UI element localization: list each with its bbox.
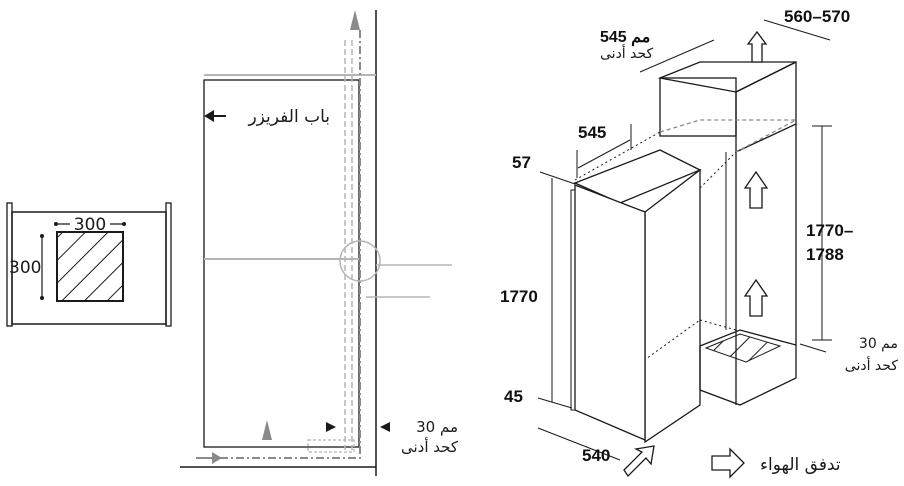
appliance-depth-label: 545 xyxy=(578,123,606,142)
freezer-door-label: باب الفريزر xyxy=(247,107,330,127)
plinth-vent xyxy=(704,333,782,363)
side-section-view: باب الفريزر 30 مم كحد أدنى xyxy=(180,10,459,476)
plinth-panel xyxy=(11,211,167,325)
upper-cabinet-front xyxy=(659,77,737,137)
airflow-arrow-middle xyxy=(743,170,769,209)
niche-width-line xyxy=(763,19,831,41)
niche-depth-min: كحد أدنى xyxy=(600,44,654,62)
freezer-door-arrow xyxy=(204,110,214,122)
gap-value: 30 مم xyxy=(416,418,458,436)
airflow-arrow-top xyxy=(746,30,768,63)
appliance-door xyxy=(574,184,646,441)
appliance-width-line xyxy=(537,427,621,461)
vent-opening xyxy=(56,231,124,302)
appliance-depth-line xyxy=(577,139,631,169)
upper-cabinet-top xyxy=(657,61,797,93)
appliance-height-label: 1770 xyxy=(500,287,538,306)
vent-height-label: 300 xyxy=(9,258,41,278)
detail-circle xyxy=(339,240,381,282)
airflow-legend-icon xyxy=(711,447,745,479)
niche-width-label: 560–570 xyxy=(784,7,850,26)
isometric-view: 545 مم كحد أدنى 560–570 545 57 1770 45 5… xyxy=(500,7,899,479)
appliance-width-label: 540 xyxy=(582,446,610,465)
vent-gap-value: 30 مم xyxy=(859,336,898,352)
gap-min-label: كحد أدنى xyxy=(401,437,459,456)
airflow-arrow-inlet xyxy=(623,445,655,478)
air-out-arrow xyxy=(350,10,360,30)
upper-cabinet-side xyxy=(735,60,797,154)
niche-height-label-2: 1788 xyxy=(806,245,844,264)
appliance-side xyxy=(203,79,360,448)
bottom-offset-label: 45 xyxy=(504,387,523,406)
niche-height-label-1: 1770– xyxy=(806,221,853,240)
vent-width-label: 300 xyxy=(74,215,106,235)
appliance-side xyxy=(644,168,701,444)
vent-gap-min: كحد أدنى xyxy=(845,356,899,374)
airflow-legend-label: تدفق الهواء xyxy=(760,455,841,475)
airflow-arrow-lower xyxy=(743,278,769,317)
air-flow-path xyxy=(220,30,361,459)
gap-arrow-left xyxy=(326,422,336,432)
air-in-arrow xyxy=(212,452,222,464)
air-up-arrow xyxy=(262,420,272,440)
shelf-line xyxy=(659,119,797,153)
top-offset-label: 57 xyxy=(512,153,531,172)
gap-arrow-right xyxy=(380,422,390,432)
niche-depth-number: 545 مم xyxy=(600,29,650,47)
vent-grille-view: 300 300 xyxy=(6,202,172,327)
air-channel xyxy=(344,40,353,450)
niche-depth-line xyxy=(639,39,715,73)
